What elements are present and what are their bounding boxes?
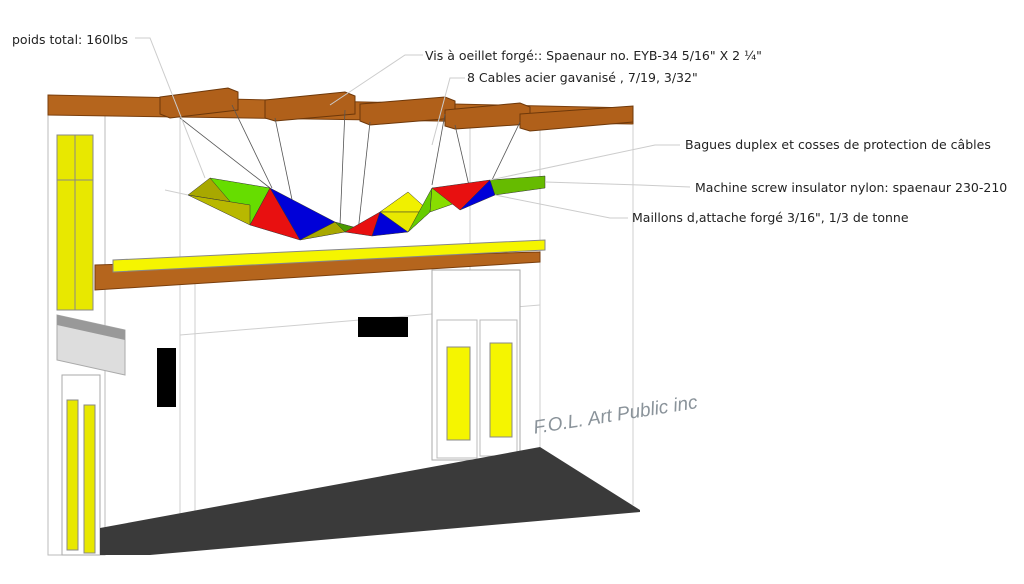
black-sign [358,317,408,337]
insulator-label: Machine screw insulator nylon: spaenaur … [695,180,1008,195]
black-panel [157,348,176,407]
leader-lines [135,37,691,219]
floor [100,447,640,555]
triangle-canopy [187,175,546,241]
sleeves-label: Bagues duplex et cosses de protection de… [685,137,991,152]
eye-screw-label: Vis à oeillet forgé:: Spaenaur no. EYB-3… [425,48,762,63]
weight-label: poids total: 160lbs [12,32,129,47]
cables-label: 8 Cables acier gavanisé , 7/19, 3/32" [467,70,698,85]
links-label: Maillons d,attache forgé 3/16", 1/3 de t… [632,210,909,225]
yellow-bar [112,239,546,273]
joists [159,87,634,132]
